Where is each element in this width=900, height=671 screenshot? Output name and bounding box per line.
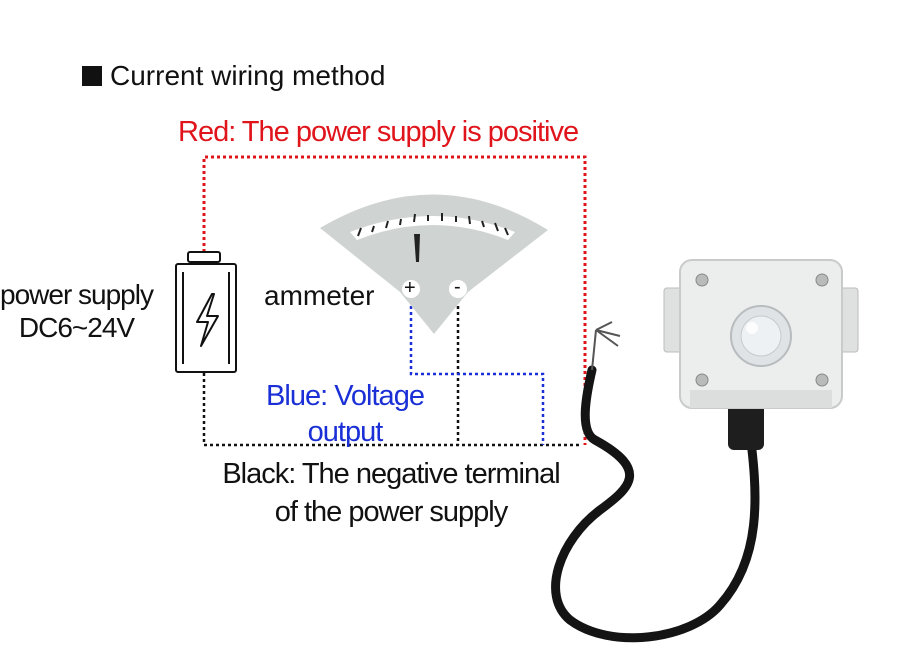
ammeter-dial-icon xyxy=(320,194,548,334)
black-wire-label: Black: The negative terminal of the powe… xyxy=(205,455,577,531)
red-wire-label: Red: The power supply is positive xyxy=(178,116,579,148)
voltage-range-text: DC6~24V xyxy=(18,312,135,343)
black-wire-line1: Black: The negative terminal xyxy=(222,458,560,490)
power-supply-text: power supply xyxy=(0,279,154,310)
red-wire xyxy=(202,155,587,445)
square-bullet-icon xyxy=(82,66,102,86)
page-title: Current wiring method xyxy=(82,60,385,92)
blue-wire xyxy=(409,300,545,445)
plus-terminal-label: + xyxy=(404,277,416,299)
blue-wire-line2: output xyxy=(307,416,384,448)
black-wire-line2: of the power supply xyxy=(274,496,508,528)
battery-lightning-icon xyxy=(175,251,237,373)
sensor-device-photo xyxy=(551,259,859,643)
minus-terminal-label: - xyxy=(454,276,461,298)
black-wire xyxy=(202,300,580,447)
ammeter-label: ammeter xyxy=(264,280,375,311)
title-text: Current wiring method xyxy=(110,60,386,91)
blue-wire-line1: Blue: Voltage xyxy=(266,380,425,412)
power-supply-label: power supply DC6~24V xyxy=(0,278,154,344)
blue-wire-label: Blue: Voltage output xyxy=(255,378,435,450)
